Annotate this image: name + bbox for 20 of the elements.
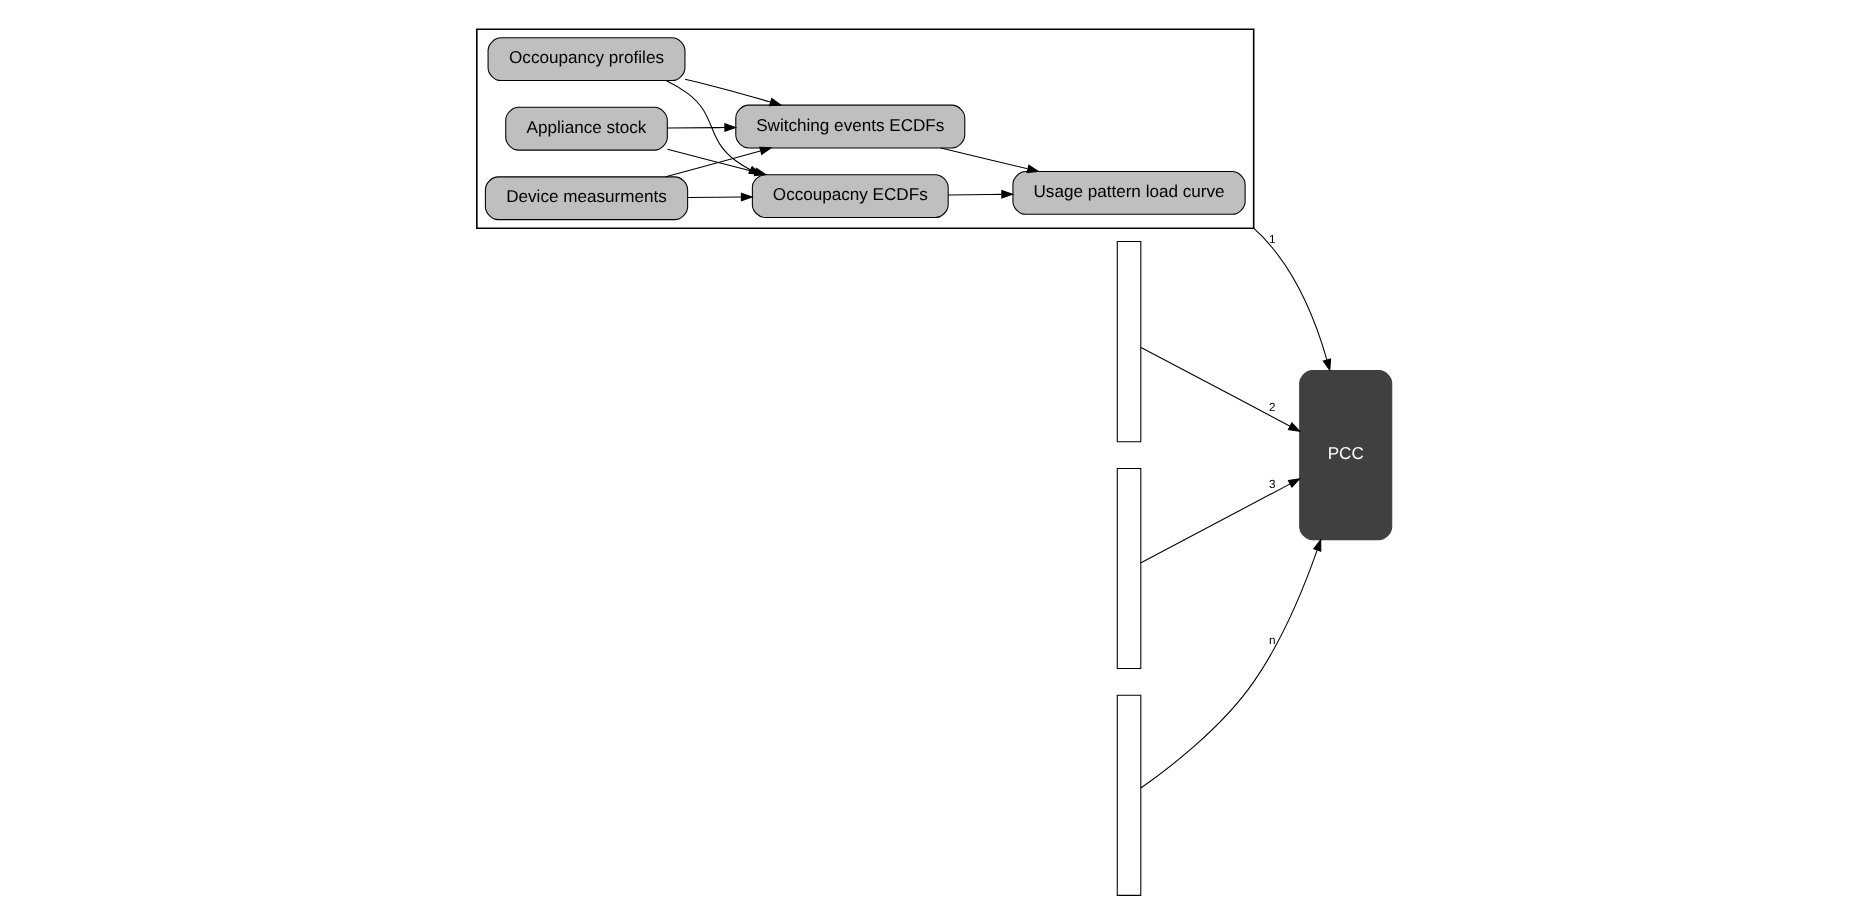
node-box: Usage pattern load curve bbox=[1012, 170, 1246, 215]
node-box: Device measurments bbox=[484, 176, 689, 221]
node-box: Occoupancy profiles bbox=[487, 37, 686, 82]
node-box: Occoupacny ECDFs bbox=[751, 174, 949, 219]
arrow bbox=[666, 123, 738, 133]
node-box: PCC bbox=[1299, 370, 1393, 541]
arrow bbox=[1140, 346, 1302, 432]
arrow bbox=[1140, 478, 1302, 564]
arrow bbox=[687, 192, 754, 202]
node-box bbox=[1116, 467, 1142, 670]
node-box bbox=[1116, 241, 1142, 443]
cluster bbox=[476, 28, 1255, 229]
node-box bbox=[1116, 694, 1142, 896]
arrow bbox=[947, 189, 1015, 199]
arrow bbox=[1140, 538, 1322, 789]
arrow bbox=[684, 78, 783, 107]
arrow bbox=[1253, 227, 1332, 372]
arrow bbox=[940, 147, 1040, 174]
node-box: Appliance stock bbox=[505, 106, 668, 151]
node-box: Switching events ECDFs bbox=[735, 104, 966, 149]
